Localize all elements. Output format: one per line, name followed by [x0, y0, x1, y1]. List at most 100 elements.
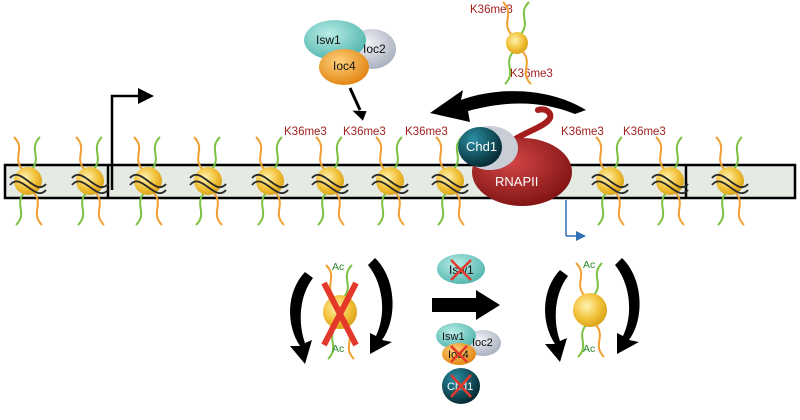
histone-tail	[437, 192, 447, 226]
chd1-label: Chd1	[466, 139, 497, 154]
histone-tail	[375, 136, 385, 170]
k36-label-4: K36me3	[561, 126, 604, 138]
nucleosome	[251, 136, 289, 226]
nucleosome	[9, 136, 47, 226]
histone-tail	[151, 136, 161, 170]
circular-arrow-icon	[545, 270, 568, 362]
histone-tail	[502, 1, 512, 35]
histone-tail	[735, 192, 745, 226]
histone-tail	[504, 51, 514, 85]
nucleosome	[711, 136, 749, 226]
ioc2-label: Ioc2	[363, 42, 386, 56]
nucleosome-array	[9, 136, 749, 226]
histone-tail	[717, 192, 727, 226]
histone-tail	[615, 192, 625, 226]
histone-tail	[395, 192, 405, 226]
histone-tail	[195, 192, 205, 226]
histone-tail	[597, 192, 607, 226]
left-ac-top: Ac	[332, 261, 344, 273]
nucleosome	[573, 262, 607, 358]
histone-tail	[317, 192, 327, 226]
transition-arrow-icon	[432, 290, 500, 320]
histone-tail	[95, 192, 105, 226]
histone-tail	[335, 192, 345, 226]
histone-tail	[715, 136, 725, 170]
histone-tail	[257, 192, 267, 226]
histone-tail	[153, 192, 163, 226]
circular-arrow-icon	[368, 258, 393, 354]
histone-tail	[435, 136, 445, 170]
isw1-label: Isw1	[316, 33, 341, 47]
right-ac-top: Ac	[583, 259, 595, 271]
histone-tail	[657, 192, 667, 226]
histone-tail	[733, 136, 743, 170]
histone-tail	[33, 192, 43, 226]
histone-tail	[673, 136, 683, 170]
histone-tail	[455, 192, 465, 226]
nucleosome	[371, 136, 409, 226]
histone-tail	[193, 136, 203, 170]
histone-tail	[333, 136, 343, 170]
isw1-small-label: Isw1	[442, 331, 465, 343]
isw1-complex-ioc4-deleted: Isw1 Ioc2 Ioc4	[436, 323, 501, 365]
histone-tail	[273, 136, 283, 170]
free-nuc-k36-top: K36me3	[470, 4, 513, 16]
nucleosome	[311, 136, 349, 226]
histone-tail	[377, 192, 387, 226]
free-nuc-k36-bottom: K36me3	[510, 68, 553, 80]
delete-cross-icon	[321, 281, 359, 347]
isw1-ioc2-ioc4-complex: Isw1 Ioc2 Ioc4	[304, 20, 396, 85]
isw1-deleted: Isw1	[437, 254, 485, 284]
k36-label-2: K36me3	[343, 126, 386, 138]
histone-tail	[15, 192, 25, 226]
recruitment-arrow-icon	[348, 87, 367, 121]
histone-tail	[13, 136, 23, 170]
histone-tail	[613, 136, 623, 170]
histone-tail	[31, 136, 41, 170]
histone-tail	[211, 136, 221, 170]
histone-tail	[133, 136, 143, 170]
promoter-arrow-icon	[110, 88, 154, 190]
chd1-protein	[458, 127, 502, 167]
histone-tail	[393, 136, 403, 170]
histone-tail	[93, 136, 103, 170]
histone-tail	[593, 262, 603, 296]
right-ac-bottom: Ac	[583, 343, 595, 355]
nucleosome	[591, 136, 629, 226]
histone-tail	[275, 192, 285, 226]
nucleosome	[189, 136, 227, 226]
k36-label-5: K36me3	[623, 126, 666, 138]
ioc4-label: Ioc4	[333, 59, 356, 73]
rnapii-complex: RNAPII Chd1	[458, 106, 586, 241]
k36me3-nucleosome: K36me3 K36me3	[470, 1, 553, 85]
histone-tail	[315, 136, 325, 170]
histone-tail	[520, 1, 530, 35]
direction-arrow-icon	[430, 90, 586, 122]
nucleosome	[71, 136, 109, 226]
k36-label-1: K36me3	[284, 126, 327, 138]
acetylated-nucleosome-blocked: Ac Ac	[290, 258, 393, 364]
chd1-deleted: Chd1	[442, 368, 480, 404]
histone-tail	[595, 136, 605, 170]
nucleosome	[502, 1, 532, 85]
histone-tail	[577, 324, 587, 358]
circular-arrow-icon	[290, 272, 313, 364]
ioc2-small-label: Ioc2	[472, 337, 493, 349]
k36-label-3: K36me3	[405, 126, 448, 138]
histone-tail	[675, 192, 685, 226]
histone-tail	[343, 264, 353, 298]
histone-tail	[595, 324, 605, 358]
circular-arrow-icon	[615, 258, 640, 354]
nucleosome	[129, 136, 167, 226]
transcript-arrow-icon	[576, 231, 586, 241]
histone-tail	[255, 136, 265, 170]
k36me3-labels: K36me3 K36me3 K36me3 K36me3 K36me3	[284, 126, 666, 138]
histone-tail	[655, 136, 665, 170]
acetylated-nucleosome-mobile: Ac Ac	[545, 258, 640, 362]
histone-tail	[213, 192, 223, 226]
histone-tail	[75, 136, 85, 170]
histone-tail	[135, 192, 145, 226]
left-ac-bottom: Ac	[332, 343, 344, 355]
rnapii-label: RNAPII	[495, 174, 538, 189]
